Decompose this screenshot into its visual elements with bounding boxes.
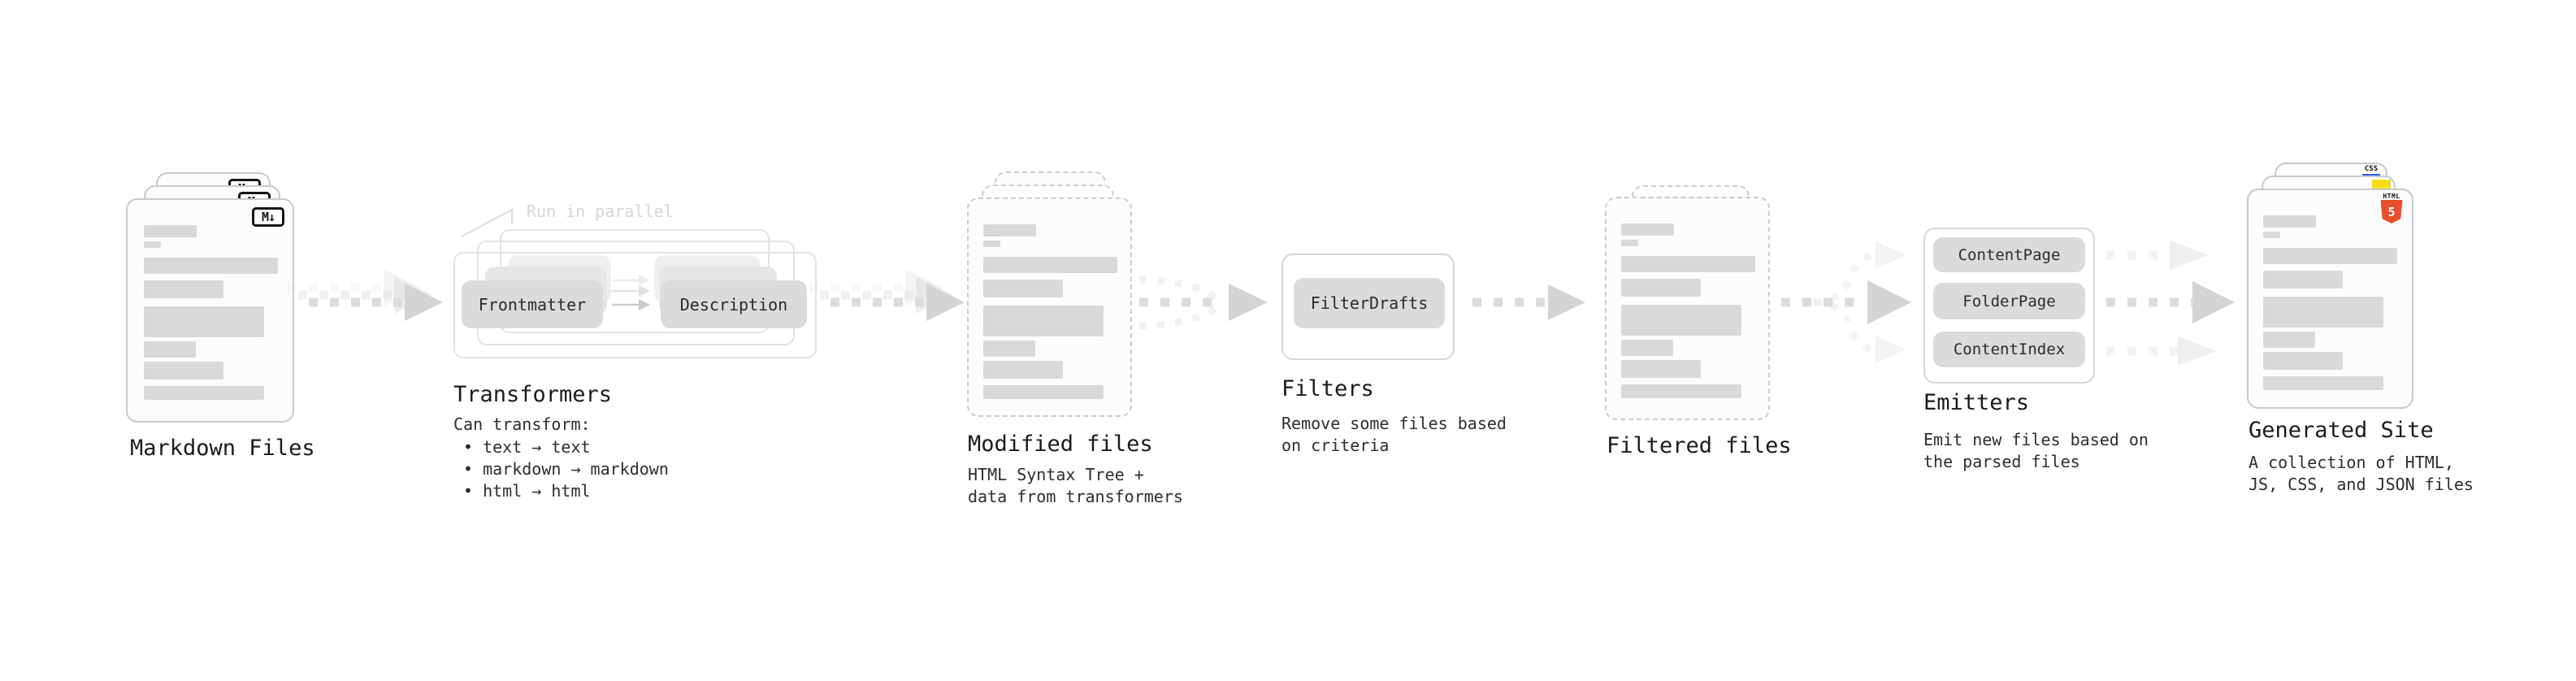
- modified-files-label: Modified files: [968, 432, 1153, 457]
- text-skeleton-bar: [144, 306, 264, 337]
- description-line: on criteria: [1281, 436, 1390, 455]
- bullet-item: • markdown → markdown: [463, 459, 669, 479]
- js-icon: [2372, 180, 2391, 190]
- description-line: JS, CSS, and JSON files: [2249, 475, 2474, 494]
- text-skeleton-bar: [1621, 384, 1741, 398]
- description-line: A collection of HTML,: [2249, 453, 2454, 472]
- arrows-emitters-to-site: [2106, 241, 2235, 366]
- emitter-node-contentpage: ContentPage: [1933, 237, 2085, 272]
- text-skeleton-bar: [2263, 352, 2343, 370]
- arrow-contentpage-output: [2106, 241, 2209, 270]
- emitter-node-folderpage: FolderPage: [1933, 283, 2085, 319]
- arrow-markdown-to-transformers: [288, 269, 443, 321]
- bullet-item: • text → text: [463, 437, 591, 457]
- transformers-title: Transformers: [453, 382, 613, 407]
- emitters-title: Emitters: [1923, 390, 2030, 415]
- html5-icon-text: HTML: [2383, 193, 2400, 200]
- text-skeleton-bar: [983, 361, 1063, 379]
- html5-icon-five: 5: [2387, 204, 2396, 219]
- text-skeleton-bar: [144, 241, 161, 248]
- html5-icon-shield: 5: [2380, 200, 2403, 223]
- arrow-folderpage-output: [2106, 281, 2235, 323]
- description-line: Remove some files based: [1281, 414, 1507, 433]
- text-skeleton-bar: [2263, 376, 2383, 390]
- text-skeleton-bar: [983, 224, 1036, 236]
- generated-site-label: Generated Site: [2249, 418, 2434, 443]
- filters-title: Filters: [1281, 376, 1374, 401]
- text-skeleton-bar: [1621, 340, 1673, 356]
- text-skeleton-bar: [1621, 240, 1638, 246]
- text-skeleton-bar: [144, 258, 278, 274]
- filtered-file-card-front: [1605, 197, 1770, 420]
- markdown-icon: M↓: [252, 207, 284, 227]
- html-file-card: HTML 5: [2247, 189, 2413, 409]
- description-line: the parsed files: [1923, 452, 2080, 471]
- text-skeleton-bar: [2263, 215, 2316, 228]
- markdown-file-card-front: M↓: [126, 198, 294, 423]
- text-skeleton-bar: [144, 280, 223, 298]
- text-skeleton-bar: [144, 386, 264, 400]
- filtered-files-label: Filtered files: [1607, 433, 1792, 458]
- text-skeleton-bar: [1621, 305, 1741, 336]
- text-skeleton-bar: [2263, 271, 2343, 288]
- modified-file-card-front: [967, 197, 1132, 417]
- text-skeleton-bar: [983, 306, 1104, 336]
- html5-icon: HTML 5: [2380, 193, 2403, 223]
- description-line: Emit new files based on: [1923, 430, 2149, 449]
- text-skeleton-bar: [2263, 232, 2280, 238]
- text-skeleton-bar: [2263, 297, 2383, 327]
- text-skeleton-bar: [1621, 279, 1701, 297]
- text-skeleton-bar: [983, 340, 1035, 357]
- arrow-filtered-to-emitters: [1781, 241, 1911, 363]
- text-skeleton-bar: [1621, 360, 1701, 378]
- text-skeleton-bar: [1621, 256, 1755, 272]
- text-skeleton-bar: [1621, 223, 1674, 236]
- text-skeleton-bar: [983, 385, 1104, 399]
- transformer-node-frontmatter: Frontmatter: [462, 280, 603, 328]
- arrow-contentindex-output: [2106, 336, 2217, 366]
- arrow-transformers-to-modified: [809, 269, 965, 321]
- transformers-subtitle: Can transform:: [453, 414, 591, 434]
- bullet-item: • html → html: [463, 481, 591, 501]
- text-skeleton-bar: [144, 341, 196, 358]
- css-icon-text: CSS: [2364, 165, 2379, 173]
- filter-node-filterdrafts: FilterDrafts: [1294, 278, 1445, 328]
- description-line: data from transformers: [968, 487, 1183, 506]
- text-skeleton-bar: [144, 225, 197, 237]
- text-skeleton-bar: [983, 280, 1063, 297]
- markdown-files-label: Markdown Files: [130, 436, 315, 461]
- transformer-node-description: Description: [661, 280, 807, 328]
- emitter-node-contentindex: ContentIndex: [1933, 332, 2085, 367]
- description-line: HTML Syntax Tree +: [968, 465, 1144, 484]
- text-skeleton-bar: [983, 257, 1117, 273]
- run-in-parallel-note: Run in parallel: [527, 202, 674, 221]
- text-skeleton-bar: [2263, 332, 2315, 348]
- arrow-modified-to-filters: [1138, 275, 1268, 330]
- arrow-filters-to-filtered: [1472, 284, 1585, 320]
- text-skeleton-bar: [2263, 248, 2397, 264]
- text-skeleton-bar: [144, 362, 223, 380]
- text-skeleton-bar: [983, 241, 1000, 247]
